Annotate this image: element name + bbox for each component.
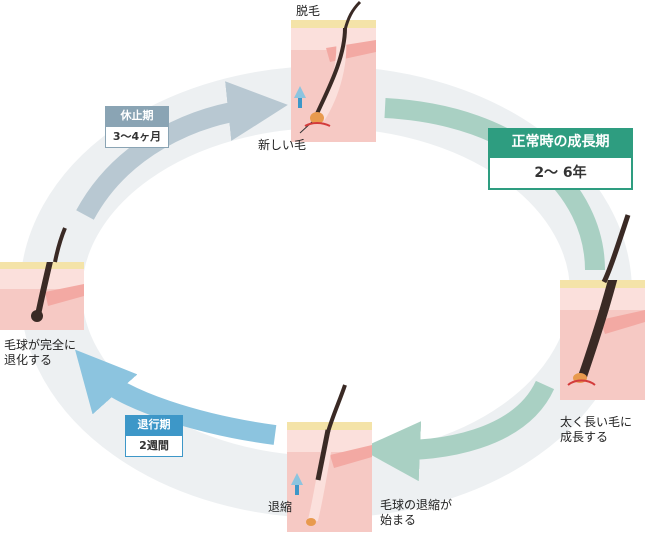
telogen-hair [53, 227, 67, 263]
phase-anagen-title: 正常時の成長期 [488, 128, 633, 156]
follicle-card-anagen [560, 280, 645, 400]
phase-catagen-title: 退行期 [125, 415, 183, 435]
label-bulb-regression: 毛球の退縮が 始まる [380, 498, 453, 527]
phase-catagen-duration: 2週間 [125, 435, 183, 457]
long-hair [601, 214, 631, 284]
phase-telogen: 休止期 3〜4ヶ月 [105, 106, 169, 148]
phase-telogen-title: 休止期 [105, 106, 169, 126]
red-vessel [304, 122, 331, 127]
arrow-to-catagen [360, 380, 555, 482]
follicle-card-shedding [291, 20, 376, 142]
label-grows-thick: 太く長い毛に 成長する [560, 415, 633, 444]
follicle-card-catagen [287, 422, 372, 532]
label-shedding: 脱毛 [296, 4, 321, 18]
follicle-card-telogen [0, 262, 84, 330]
catagen-hair [326, 384, 347, 433]
label-fully-regressed: 毛球が完全に 退化する [4, 338, 77, 367]
label-shrink: 退縮 [268, 500, 293, 514]
shedding-hair [343, 0, 362, 31]
arrow-catagen [74, 349, 277, 445]
label-new-hair: 新しい毛 [258, 138, 307, 152]
phase-anagen: 正常時の成長期 2〜 6年 [488, 128, 633, 190]
phase-anagen-duration: 2〜 6年 [488, 156, 633, 190]
phase-catagen: 退行期 2週間 [125, 415, 183, 457]
phase-telogen-duration: 3〜4ヶ月 [105, 126, 169, 148]
